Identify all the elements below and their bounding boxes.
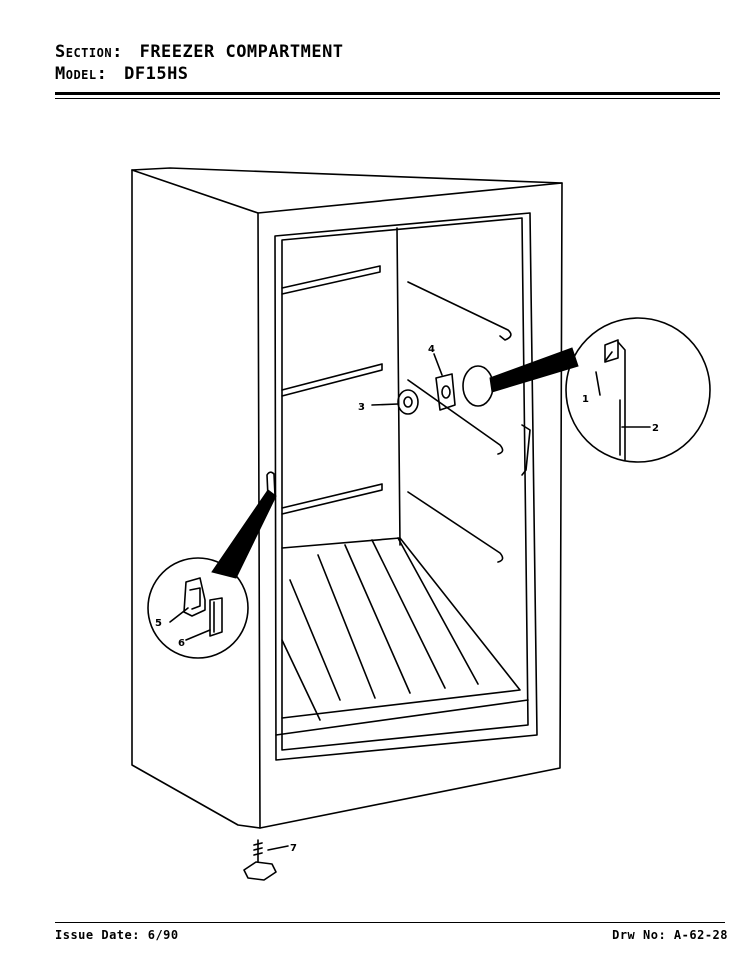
shelf-rail-left-3 (281, 483, 383, 515)
liner-back-corner (396, 227, 401, 546)
drawing-number-label: Drw No: (612, 928, 667, 942)
basket-wire-1 (289, 579, 341, 701)
shelf-rail-right-1 (407, 281, 512, 341)
callout-3: 3 (358, 402, 365, 413)
cabinet-outline (131, 167, 563, 829)
header-rule-thin (55, 98, 720, 99)
leader-1 (595, 371, 601, 396)
section-label: Section: (55, 42, 123, 62)
callout-7: 7 (290, 843, 297, 854)
callout-5: 5 (155, 618, 162, 629)
callout-4: 4 (428, 344, 435, 355)
basket-wire-6 (281, 639, 321, 721)
model-heading: Model: DF15HS (55, 64, 189, 84)
model-value: DF15HS (124, 64, 189, 84)
basket-wire-4 (371, 539, 446, 689)
thermostat-housing (462, 365, 494, 407)
detail-wedge-thermostat (489, 347, 579, 393)
liner-inner-frame (281, 217, 529, 751)
basket-wire-3 (344, 544, 411, 694)
shelf-rail-left-2 (281, 363, 383, 397)
shelf-rail-right-3 (407, 491, 504, 563)
basket-wire-5 (397, 537, 479, 685)
leader-7 (267, 845, 289, 851)
liner-frame (274, 212, 538, 761)
liner-floor-front (275, 699, 529, 736)
callout-1: 1 (582, 394, 589, 405)
liner-floor (281, 537, 521, 719)
section-heading: Section: FREEZER COMPARTMENT (55, 42, 344, 62)
issue-date-label: Issue Date: (55, 928, 140, 942)
header-rule-thick (55, 92, 720, 95)
cabinet-top-front-edge (131, 169, 563, 214)
callout-6: 6 (178, 638, 185, 649)
basket-wire-2 (317, 554, 376, 699)
section-value: FREEZER COMPARTMENT (139, 42, 344, 62)
drawing-number: Drw No: A-62-28 (612, 928, 728, 942)
issue-date: Issue Date: 6/90 (55, 928, 179, 942)
leader-3 (371, 403, 399, 406)
callout-2: 2 (652, 423, 659, 434)
detail-wedge-door-hinge (211, 489, 277, 579)
part-3-knob (397, 389, 419, 415)
model-label: Model: (55, 64, 108, 84)
drawing-number-value: A-62-28 (673, 928, 728, 942)
footer-rule (55, 922, 725, 923)
detail-circle-door-hinge (147, 557, 249, 659)
leader-4 (433, 353, 443, 376)
leader-5 (169, 607, 189, 623)
detail-circle-thermostat (565, 317, 711, 463)
leader-6 (185, 629, 211, 641)
shelf-rail-right-2 (407, 379, 504, 455)
issue-date-value: 6/90 (147, 928, 179, 942)
shelf-rail-left-1 (281, 265, 381, 295)
liner-notch (521, 424, 531, 476)
part-4-bracket (435, 373, 456, 411)
